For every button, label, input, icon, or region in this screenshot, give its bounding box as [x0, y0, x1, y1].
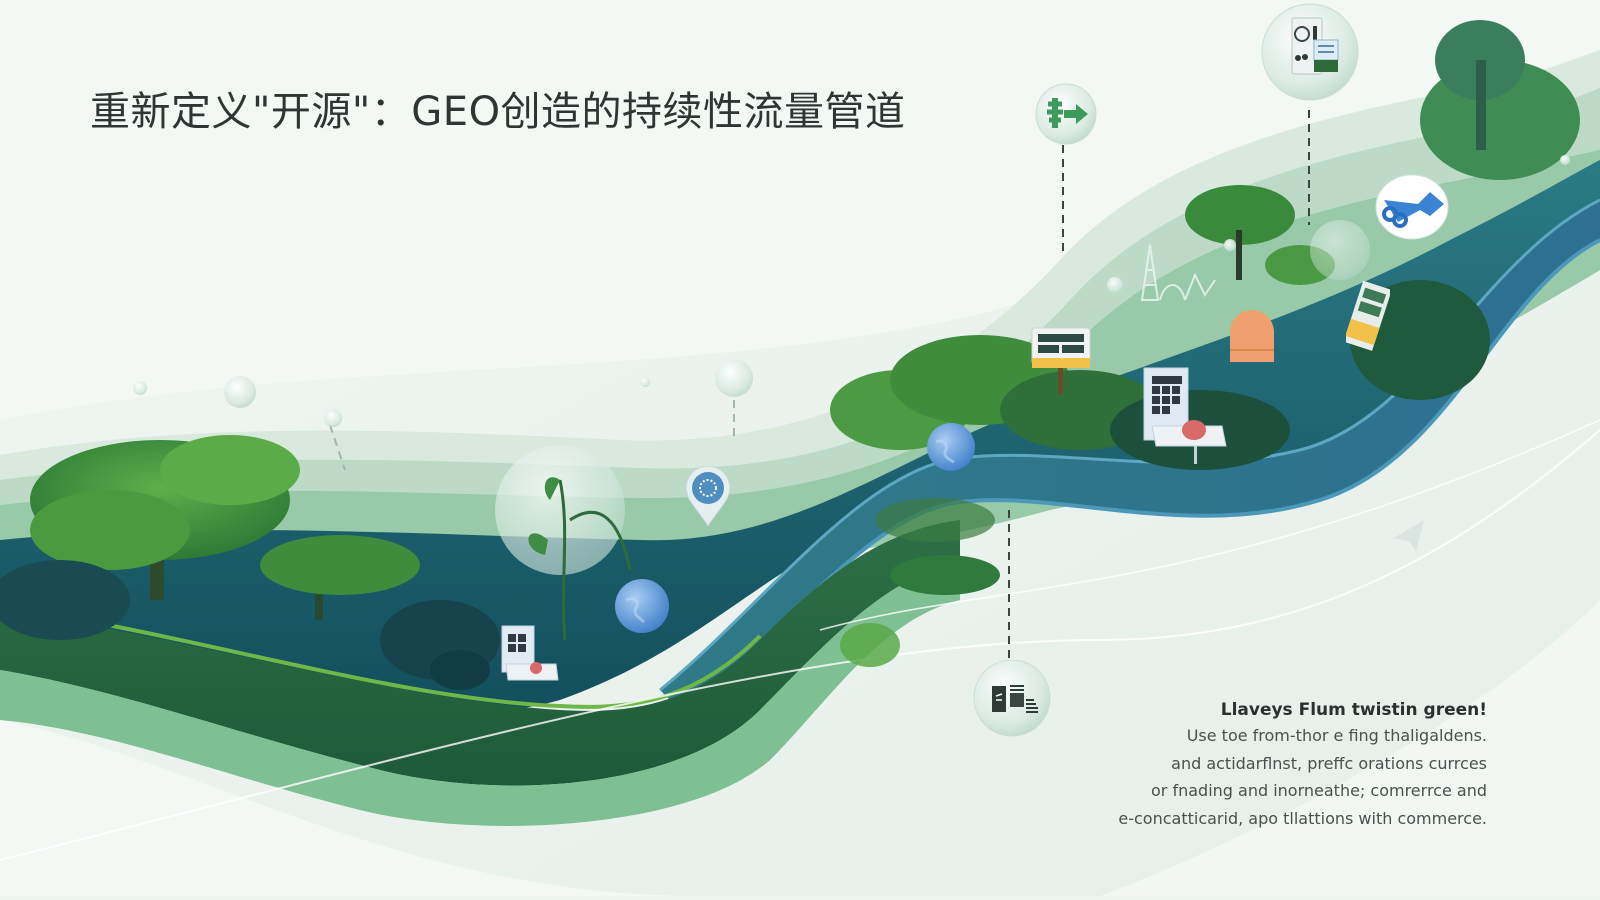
forest-trees-right	[830, 20, 1580, 667]
paper-plane-icon	[1390, 516, 1430, 560]
floating-bubbles	[133, 155, 1570, 427]
share-arrow-icon[interactable]	[1374, 172, 1450, 246]
capsule-icon[interactable]	[1226, 306, 1278, 368]
dashboard-kiosk-icon[interactable]	[1142, 366, 1230, 470]
plant-bubble	[495, 445, 632, 641]
location-pin-icon[interactable]	[684, 465, 732, 532]
connector-lines	[329, 110, 1310, 660]
caption-line: Use toe from-thor e fing thaligaldens.	[1186, 726, 1487, 745]
page-title: 重新定义"开源"：GEO创造的持续性流量管道	[90, 89, 906, 135]
billboard-icon[interactable]	[1030, 326, 1094, 400]
device-document-icon[interactable]	[1258, 2, 1362, 110]
caption-line: or fnading and inorneathe; comrerrce and	[1151, 781, 1487, 800]
caption-heading: Llaveys Flum twistin green!	[1220, 700, 1487, 720]
caption-block: Llaveys Flum twistin green! Use toe from…	[1047, 698, 1487, 832]
globe-icon[interactable]	[614, 578, 670, 638]
caption-line: e-concatticarid, apo tllattions with com…	[1118, 808, 1487, 828]
growth-arrow-icon[interactable]	[1034, 82, 1098, 150]
caption-line: and actidarflnst, preffc orations currce…	[1171, 753, 1487, 773]
forest-trees-left	[0, 435, 500, 690]
tag-card-icon[interactable]	[1343, 280, 1392, 360]
article-layout-icon[interactable]	[972, 659, 1052, 744]
kiosk-icon-small[interactable]	[498, 624, 562, 696]
radio-tower-icon	[1140, 244, 1216, 301]
globe-icon-small[interactable]	[926, 422, 976, 476]
